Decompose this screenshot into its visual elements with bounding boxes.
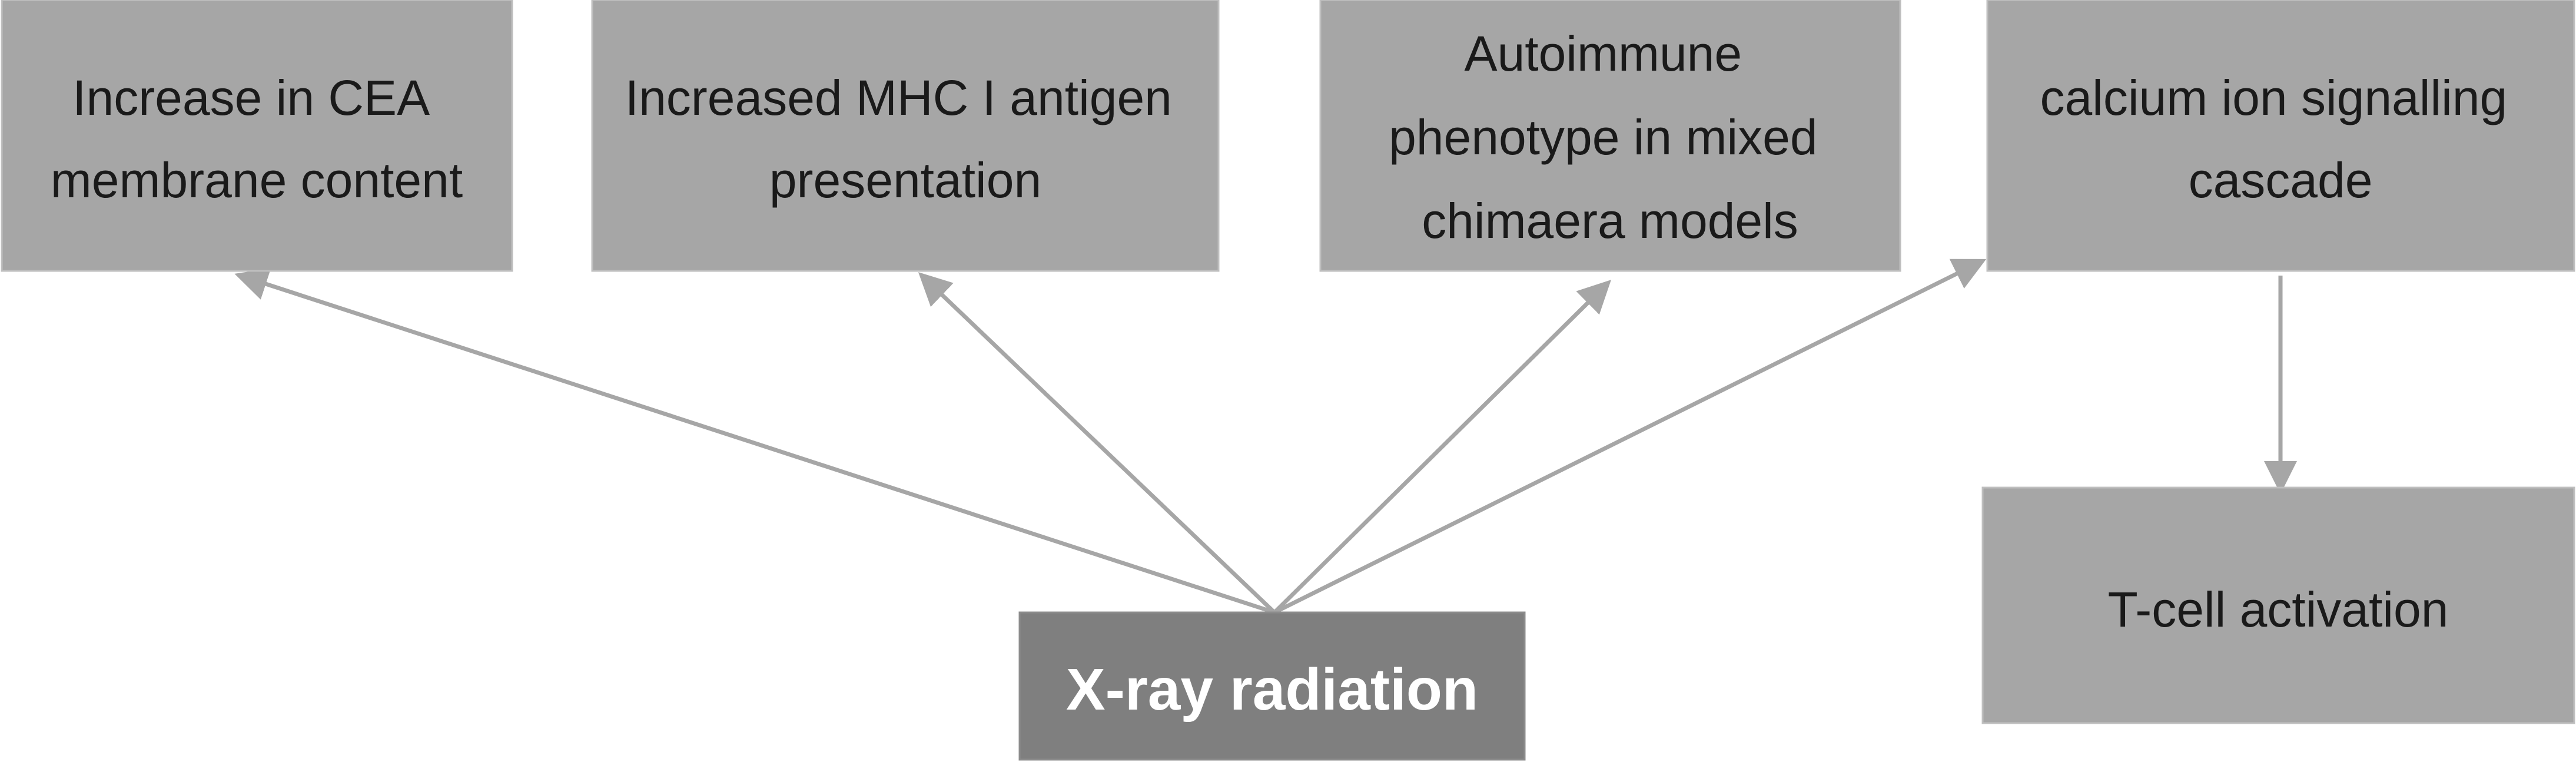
node-cea-box [1, 0, 513, 272]
svg-text:Increased MHC I antigen: Increased MHC I antigen presentation [625, 70, 1186, 208]
svg-text:T-cell activation: T-cell activation [2108, 582, 2449, 637]
node-tcell: T-cell activation [1981, 486, 2575, 724]
node-mhc-line-1: Increased MHC I antigen [625, 70, 1172, 125]
node-xray-line-1: X-ray radiation [1066, 657, 1478, 723]
edge-xray-to-mhc [918, 272, 1276, 614]
edge-xray-to-cea [234, 268, 1276, 615]
node-autoimmune-line-3: chimaera models [1422, 193, 1798, 249]
edge-xray-to-autoimmune [1273, 280, 1611, 614]
node-cea-line-1: Increase in CEA [72, 70, 430, 125]
node-calcium-box [1986, 0, 2575, 272]
node-xray: X-ray radiation [1018, 611, 1526, 761]
svg-text:Increase in CEA membrane: Increase in CEA membrane content [51, 70, 463, 208]
node-autoimmune: Autoimmune phenotype in mixed chimaera m… [1319, 0, 1901, 272]
edge-xray-to-calcium [1273, 259, 1987, 615]
node-calcium-line-1: calcium ion signalling [2040, 70, 2507, 125]
svg-text:calcium ion signalling c: calcium ion signalling cascade [2040, 70, 2521, 208]
node-cea-line-2: membrane content [51, 153, 463, 208]
node-calcium: calcium ion signalling cascade [1986, 0, 2575, 272]
node-mhc-line-2: presentation [769, 153, 1041, 208]
node-tcell-box [1981, 486, 2575, 724]
node-calcium-line-2: cascade [2189, 153, 2373, 208]
node-mhc-box [591, 0, 1220, 272]
node-autoimmune-line-1: Autoimmune [1465, 26, 1742, 81]
node-xray-box [1018, 611, 1526, 761]
node-autoimmune-line-2: phenotype in mixed [1389, 110, 1817, 165]
node-tcell-line-1: T-cell activation [2108, 582, 2449, 637]
svg-text:Autoimmune phenotype in: Autoimmune phenotype in mixed chimaera m… [1389, 26, 1831, 249]
svg-text:X-ray radiation: X-ray radiation [1066, 657, 1478, 723]
node-mhc: Increased MHC I antigen presentation [591, 0, 1220, 272]
node-autoimmune-box [1319, 0, 1901, 272]
node-cea: Increase in CEA membrane content [1, 0, 513, 272]
